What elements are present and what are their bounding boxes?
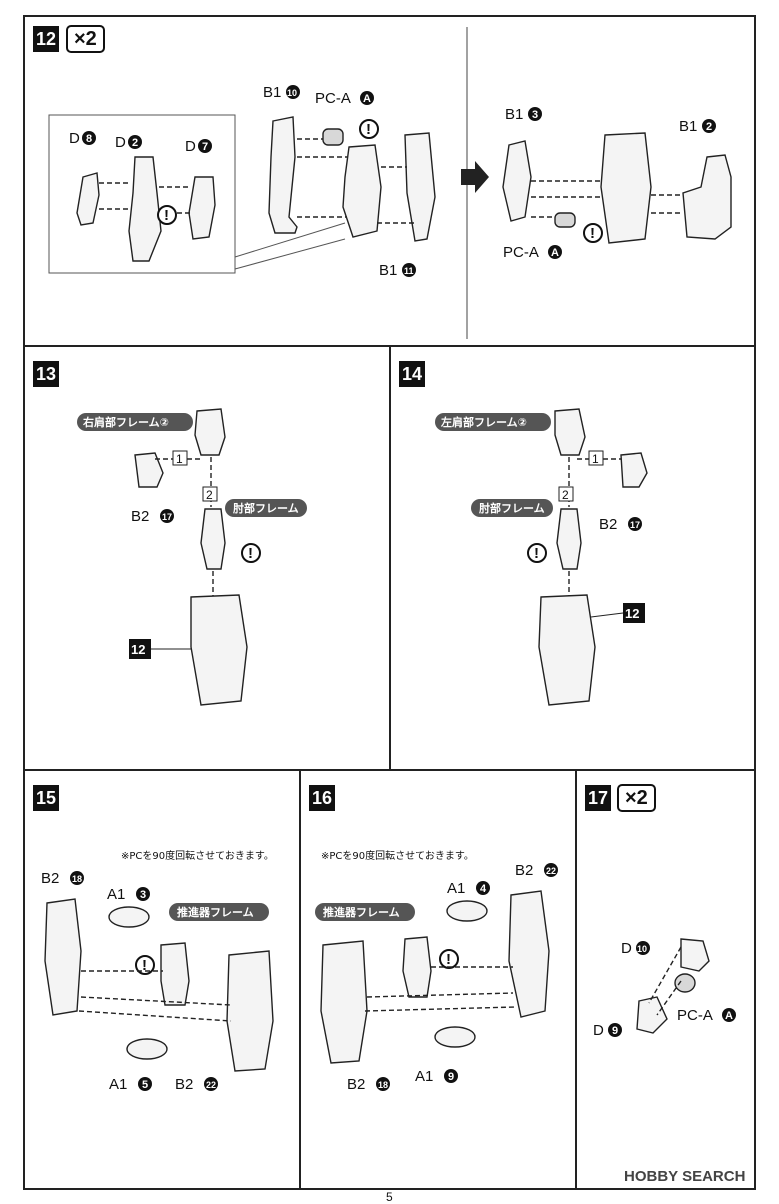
part-b1-3: [502, 140, 532, 222]
step-16-panel: 16 ※PCを90度回転させておきます。 推進器フレーム ! B2 22 A1 …: [299, 769, 577, 1190]
svg-text:22: 22: [546, 866, 556, 876]
svg-text:10: 10: [637, 944, 647, 954]
step-13-diagram: 右肩部フレーム② 1 2 肘部フレーム ! B2 17 12: [77, 408, 307, 706]
label-b2: B2: [599, 516, 617, 533]
label-elbow-frame: 肘部フレーム: [479, 501, 545, 515]
svg-text:A: A: [725, 1010, 733, 1022]
label-b2-bottom: B2: [175, 1076, 193, 1093]
quantity-badge: ×2: [66, 25, 105, 53]
part-ref-12: [538, 594, 596, 706]
step-15-panel: 15 ※PCを90度回転させておきます。 推進器フレーム ! B2 18 A1 …: [23, 769, 301, 1190]
part-d8: [76, 172, 100, 226]
svg-text:!: !: [446, 951, 451, 968]
label-a1-top: A1: [107, 886, 125, 903]
step-number: 16: [309, 785, 335, 811]
label-pc-a-top: PC-A: [315, 90, 351, 107]
label-a1-bottom: A1: [109, 1076, 127, 1093]
part-center-12: [342, 144, 382, 238]
svg-text:9: 9: [612, 1025, 618, 1037]
label-left-shoulder-frame: 左肩部フレーム②: [440, 415, 527, 429]
step-17-diagram: D 10 PC-A A D 9: [593, 938, 736, 1039]
svg-text:18: 18: [378, 1080, 388, 1090]
svg-text:1: 1: [592, 452, 599, 466]
note-pc-rotate: ※PCを90度回転させておきます。: [321, 849, 474, 862]
svg-text:10: 10: [287, 88, 297, 98]
svg-text:!: !: [590, 225, 595, 242]
part-b1-11: [404, 132, 436, 242]
svg-text:3: 3: [532, 109, 538, 121]
svg-text:22: 22: [206, 1080, 216, 1090]
badge-d7: 7: [202, 141, 208, 153]
svg-text:A: A: [551, 247, 559, 259]
label-thruster-frame: 推進器フレーム: [323, 905, 400, 919]
svg-text:2: 2: [706, 121, 712, 133]
label-elbow-frame: 肘部フレーム: [233, 501, 299, 515]
svg-text:1: 1: [176, 452, 183, 466]
part-center-assembly: [600, 132, 652, 244]
ref-step-12: 12: [625, 606, 639, 621]
badge-d8: 8: [86, 133, 92, 145]
svg-text:2: 2: [562, 488, 569, 502]
step-14-diagram: 左肩部フレーム② 1 2 肘部フレーム ! B2 17 12: [435, 408, 648, 706]
label-b2: B2: [131, 508, 149, 525]
label-d8: D: [69, 130, 80, 147]
svg-text:11: 11: [404, 266, 414, 276]
label-b1-11: B1: [379, 262, 397, 279]
label-b1-10: B1: [263, 84, 281, 101]
quantity-badge: ×2: [617, 784, 656, 812]
step-number: 15: [33, 785, 59, 811]
step-13-panel: 13 右肩部フレーム② 1 2 肘部フレーム ! B2 17 12: [23, 345, 391, 771]
step-14-panel: 14 左肩部フレーム② 1 2 肘部フレーム ! B2 17 12: [389, 345, 756, 771]
label-d2: D: [115, 134, 126, 151]
step-15-diagram: ※PCを90度回転させておきます。 推進器フレーム ! B2 18 A1 3 A…: [41, 849, 274, 1093]
ref-step-12: 12: [131, 642, 145, 657]
part-d7: [188, 176, 216, 240]
svg-text:9: 9: [448, 1071, 454, 1083]
svg-text:!: !: [164, 207, 169, 224]
label-d7: D: [185, 138, 196, 155]
watermark-logo: HOBBY SEARCH: [624, 1168, 746, 1185]
label-d9: D: [593, 1022, 604, 1039]
step-12-panel: 12 ×2: [23, 15, 756, 347]
step-number: 12: [33, 26, 59, 52]
svg-text:3: 3: [140, 889, 146, 901]
note-pc-rotate: ※PCを90度回転させておきます。: [121, 849, 274, 862]
svg-text:!: !: [534, 545, 539, 562]
page-number: 5: [386, 1190, 393, 1204]
label-b2-top: B2: [41, 870, 59, 887]
label-pc-a-bottom: PC-A: [503, 244, 539, 261]
part-d2: [128, 156, 162, 262]
label-b1-2: B1: [679, 118, 697, 135]
part-b1-10: [268, 116, 298, 234]
badge-d2: 2: [132, 137, 138, 149]
label-b2-top: B2: [515, 862, 533, 879]
part-pc-a: [322, 128, 344, 146]
step-17-panel: 17 ×2 D 10 PC-A A D 9: [575, 769, 756, 1190]
label-a1-bottom: A1: [415, 1068, 433, 1085]
step-16-diagram: ※PCを90度回転させておきます。 推進器フレーム ! B2 22 A1 4 B…: [315, 849, 558, 1093]
step-number: 13: [33, 361, 59, 387]
step-12-diagram: ! ! ! D 8 D 2 D 7 B1 10 PC-A A B1 11 B1 …: [48, 27, 732, 339]
label-thruster-frame: 推進器フレーム: [177, 905, 254, 919]
svg-text:!: !: [248, 545, 253, 562]
svg-text:A: A: [363, 93, 371, 105]
part-ref-12: [190, 594, 248, 706]
part-b1-2: [682, 154, 732, 240]
label-a1-top: A1: [447, 880, 465, 897]
svg-text:17: 17: [162, 512, 172, 522]
step-number: 17: [585, 785, 611, 811]
svg-text:4: 4: [480, 883, 487, 895]
svg-text:5: 5: [142, 1079, 148, 1091]
label-b1-3: B1: [505, 106, 523, 123]
step-number: 14: [399, 361, 425, 387]
svg-text:2: 2: [206, 488, 213, 502]
svg-text:!: !: [366, 121, 371, 138]
label-right-shoulder-frame: 右肩部フレーム②: [82, 415, 169, 429]
label-b2-bottom: B2: [347, 1076, 365, 1093]
svg-text:18: 18: [72, 874, 82, 884]
svg-text:!: !: [142, 957, 147, 974]
svg-text:17: 17: [630, 520, 640, 530]
label-pc-a: PC-A: [677, 1007, 713, 1024]
label-d10: D: [621, 940, 632, 957]
